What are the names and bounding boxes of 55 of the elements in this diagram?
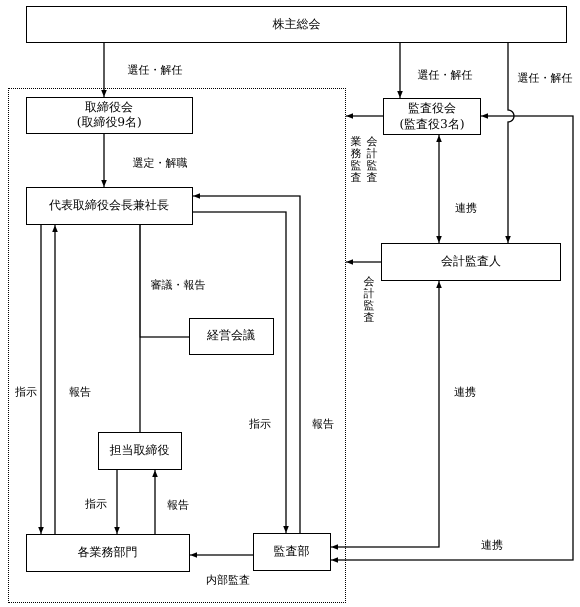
node-text: 担当取締役	[110, 442, 170, 458]
org-box	[381, 243, 561, 281]
arrow	[346, 113, 383, 119]
edge-label: 指示	[84, 496, 108, 512]
arrow	[101, 134, 107, 187]
edge-label: 審議・報告	[150, 278, 206, 292]
org-box	[98, 432, 182, 470]
connector-line	[139, 225, 141, 432]
arrow	[190, 552, 253, 558]
node-text: 監査役会	[408, 100, 456, 116]
edge-label: 報告	[68, 384, 92, 400]
org-box	[26, 6, 567, 43]
org-box	[26, 534, 190, 572]
arrow	[193, 193, 301, 533]
arrow	[346, 259, 381, 265]
edge-label: 選任・解任	[126, 62, 184, 78]
edge-label: 報告	[166, 498, 190, 512]
arrow	[114, 470, 120, 534]
edge-label: 会計監査	[366, 136, 378, 184]
org-box	[26, 186, 193, 225]
edge-label: 連携	[454, 200, 478, 216]
org-box	[26, 96, 193, 134]
node-text: 各業務部門	[78, 544, 138, 560]
org-box	[188, 318, 274, 355]
org-box	[252, 532, 331, 571]
arrow	[436, 135, 442, 243]
node-text: 会計監査人	[441, 254, 501, 270]
edge-label: 内部監査	[205, 572, 251, 588]
edge-label: 連携	[480, 538, 504, 552]
arrow	[193, 211, 289, 533]
node-text: 代表取締役会長兼社長	[49, 198, 170, 214]
edge-label: 報告	[311, 416, 335, 432]
node-text: (取締役9名)	[76, 115, 142, 131]
edge-label: 選任・解任	[516, 70, 574, 86]
arrow	[101, 43, 107, 97]
edge-label: 連携	[453, 384, 477, 400]
arrow	[397, 43, 403, 98]
node-text: 取締役会	[85, 100, 134, 116]
arrow	[152, 470, 158, 534]
arrow	[38, 225, 44, 534]
edge-label: 会計監査	[362, 276, 376, 324]
note-label: 業務監査	[350, 136, 362, 184]
arrow	[505, 43, 515, 243]
edge-label: 選定・解職	[132, 156, 188, 170]
edge-label: 選任・解任	[416, 68, 474, 82]
org-box	[383, 98, 481, 135]
arrow	[331, 113, 574, 563]
arrow	[331, 281, 442, 550]
node-text: 経営会議	[207, 328, 256, 344]
node-text: (監査役3名)	[400, 116, 464, 132]
node-text: 株主総会	[272, 16, 320, 32]
node-text: 監査部	[274, 544, 310, 560]
arrow	[52, 225, 58, 534]
edge-label: 指示	[248, 416, 272, 432]
edge-label: 指示	[14, 384, 38, 400]
